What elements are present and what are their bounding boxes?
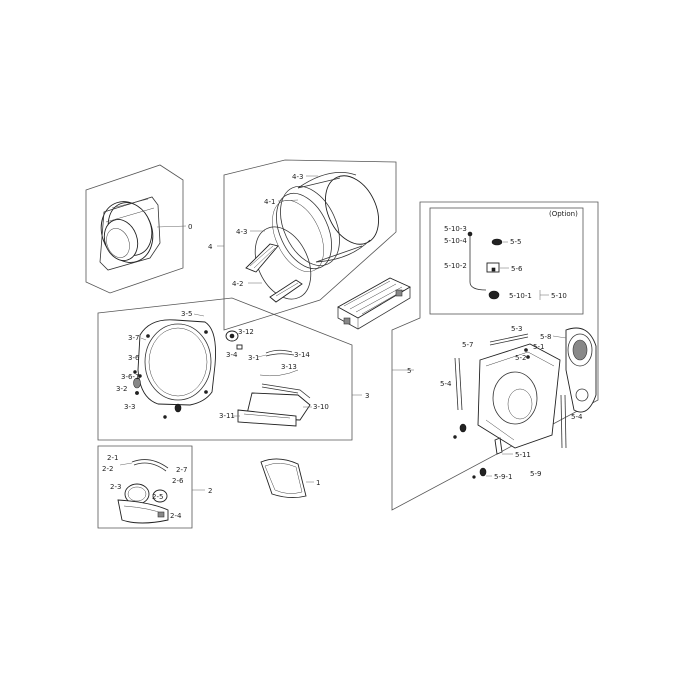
top-strip-part bbox=[489, 333, 529, 343]
part-label-3-3: 3-3 bbox=[124, 403, 135, 411]
group-0-label: 0 bbox=[188, 223, 192, 231]
part-label-2-4: 2-4 bbox=[170, 512, 182, 520]
option-parts bbox=[467, 231, 503, 300]
part-label-5-4-left: 5-4 bbox=[440, 380, 452, 388]
part-label-4-1: 4-1 bbox=[264, 198, 275, 206]
part-label-5-1: 5-1 bbox=[533, 343, 544, 351]
part-label-5-2: 5-2 bbox=[515, 354, 526, 362]
wire-harness-part bbox=[259, 349, 311, 399]
group-5-label: 5 bbox=[407, 367, 411, 375]
part-label-5-7: 5-7 bbox=[462, 341, 473, 349]
part-label-3-14: 3-14 bbox=[294, 351, 310, 359]
group-3-label: 3 bbox=[365, 392, 369, 400]
part-label-5-11: 5-11 bbox=[515, 451, 531, 459]
group-4-drum-assembly: 4-3 4-1 4-3 4-2 4 bbox=[208, 159, 397, 331]
part-label-5-6: 5-6 bbox=[511, 265, 523, 273]
blower-housing-part bbox=[565, 327, 597, 413]
part-label-5-5: 5-5 bbox=[510, 238, 521, 246]
small-parts-left bbox=[133, 370, 182, 419]
part-label-5-10-4: 5-10-4 bbox=[444, 237, 467, 245]
lint-filter-part bbox=[337, 277, 411, 330]
part-label-3-1: 3-1 bbox=[248, 354, 259, 362]
option-box bbox=[429, 207, 584, 315]
drum-rings-part bbox=[254, 185, 340, 300]
part-label-5-3: 5-3 bbox=[511, 325, 522, 333]
part-label-3-6: 3-6 bbox=[128, 354, 140, 362]
group-4-frame bbox=[223, 159, 397, 331]
group-1-label: 1 bbox=[316, 479, 320, 487]
part-1-door-seal: 1 bbox=[260, 458, 320, 499]
group-5-frame bbox=[391, 201, 599, 511]
part-label-2-7: 2-7 bbox=[176, 466, 187, 474]
door-lock-part bbox=[225, 330, 243, 350]
duct-hose-part bbox=[124, 459, 169, 505]
strip-parts bbox=[454, 357, 567, 449]
part-label-3-10: 3-10 bbox=[313, 403, 329, 411]
group-0-door-assembly: 0 bbox=[85, 164, 192, 294]
drum-part bbox=[297, 172, 379, 263]
part-label-3-5: 3-5 bbox=[181, 310, 192, 318]
part-label-2-5: 2-5 bbox=[152, 493, 163, 501]
group-4-label: 4 bbox=[208, 243, 213, 251]
part-label-3-11: 3-11 bbox=[219, 412, 235, 420]
duct-body-part bbox=[117, 499, 169, 524]
part-label-5-10-3: 5-10-3 bbox=[444, 225, 467, 233]
part-label-4-3-top: 4-3 bbox=[292, 173, 303, 181]
group-2-label: 2 bbox=[208, 487, 212, 495]
small-parts-right bbox=[453, 348, 530, 479]
part-label-3-4: 3-4 bbox=[226, 351, 238, 359]
part-label-3-2: 3-2 bbox=[116, 385, 127, 393]
drum-baffle-part bbox=[245, 243, 303, 303]
door-assembly-part bbox=[99, 196, 161, 271]
group-3-frame bbox=[97, 297, 353, 441]
part-label-3-13: 3-13 bbox=[281, 363, 297, 371]
group-3-front-assembly: 3-5 3-7 3-6 3-6-1 3-2 3-3 3-12 3-4 3-1 3… bbox=[97, 297, 369, 441]
part-label-3-7: 3-7 bbox=[128, 334, 139, 342]
duct-part bbox=[237, 392, 311, 427]
rear-panel-part bbox=[477, 343, 561, 449]
part-label-5-4-right: 5-4 bbox=[571, 413, 583, 421]
option-label: (Option) bbox=[549, 210, 578, 218]
group-0-frame bbox=[85, 164, 184, 294]
part-label-2-6: 2-6 bbox=[172, 477, 184, 485]
part-label-4-3-left: 4-3 bbox=[236, 228, 247, 236]
part-label-2-2: 2-2 bbox=[102, 465, 113, 473]
group-5-rear-assembly: (Option) 5-10-3 5-10-4 5-5 5-10-2 5-6 5-… bbox=[391, 201, 599, 511]
front-frame-part bbox=[137, 319, 216, 406]
part-label-5-10-1: 5-10-1 bbox=[509, 292, 532, 300]
part-label-2-1: 2-1 bbox=[107, 454, 118, 462]
part-label-3-6-1: 3-6-1 bbox=[121, 373, 139, 381]
part-label-5-10-2: 5-10-2 bbox=[444, 262, 467, 270]
group-2-frame bbox=[97, 445, 193, 529]
part-label-3-12: 3-12 bbox=[238, 328, 254, 336]
part-label-5-9: 5-9 bbox=[530, 470, 541, 478]
part-label-5-10: 5-10 bbox=[551, 292, 567, 300]
part-label-2-3: 2-3 bbox=[110, 483, 121, 491]
group-2-duct-assembly: 2-1 2-2 2-7 2-6 2-3 2-5 2-4 2 bbox=[97, 445, 212, 529]
part-label-5-9-1: 5-9-1 bbox=[494, 473, 512, 481]
part-label-5-8: 5-8 bbox=[540, 333, 551, 341]
part-label-4-2: 4-2 bbox=[232, 280, 243, 288]
